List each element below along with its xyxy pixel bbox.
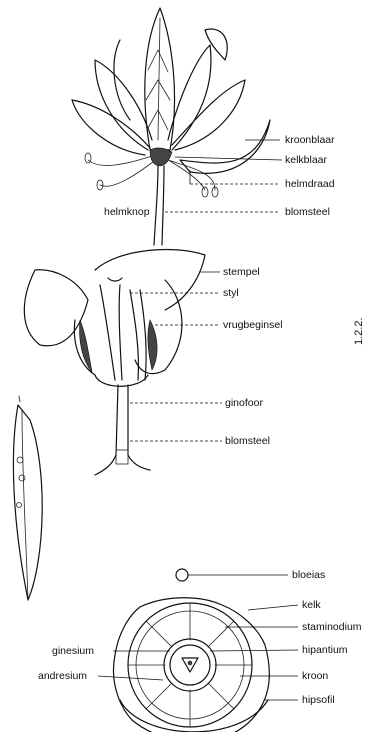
label-kroon: kroon: [302, 670, 328, 682]
seed-pod-illustration: [13, 396, 42, 600]
label-vrugbeginsel: vrugbeginsel: [223, 319, 283, 331]
label-ginofoor: ginofoor: [225, 397, 263, 409]
label-bloeias: bloeias: [292, 569, 325, 581]
label-staminodium: staminodium: [302, 621, 362, 633]
flower-illustration: [72, 8, 270, 245]
flower-leaders: [165, 140, 282, 212]
label-kelkblaar: kelkblaar: [285, 154, 328, 166]
label-stempel: stempel: [223, 266, 260, 278]
label-kelk: kelk: [302, 599, 321, 611]
label-blomsteel-mid: blomsteel: [225, 435, 270, 447]
label-andresium: andresium: [38, 670, 87, 682]
margin-note: 1.2.2.: [353, 317, 365, 345]
label-hipsofil: hipsofil: [302, 694, 335, 706]
label-ginesium: ginesium: [52, 645, 94, 657]
label-helmknop: helmknop: [104, 206, 150, 218]
label-hipantium: hipantium: [302, 644, 348, 656]
label-helmdraad: helmdraad: [285, 178, 335, 190]
label-styl: styl: [223, 287, 239, 299]
label-blomsteel-top: blomsteel: [285, 206, 330, 218]
label-kroonblaar: kroonblaar: [285, 134, 335, 146]
section-leaders: [130, 272, 222, 441]
